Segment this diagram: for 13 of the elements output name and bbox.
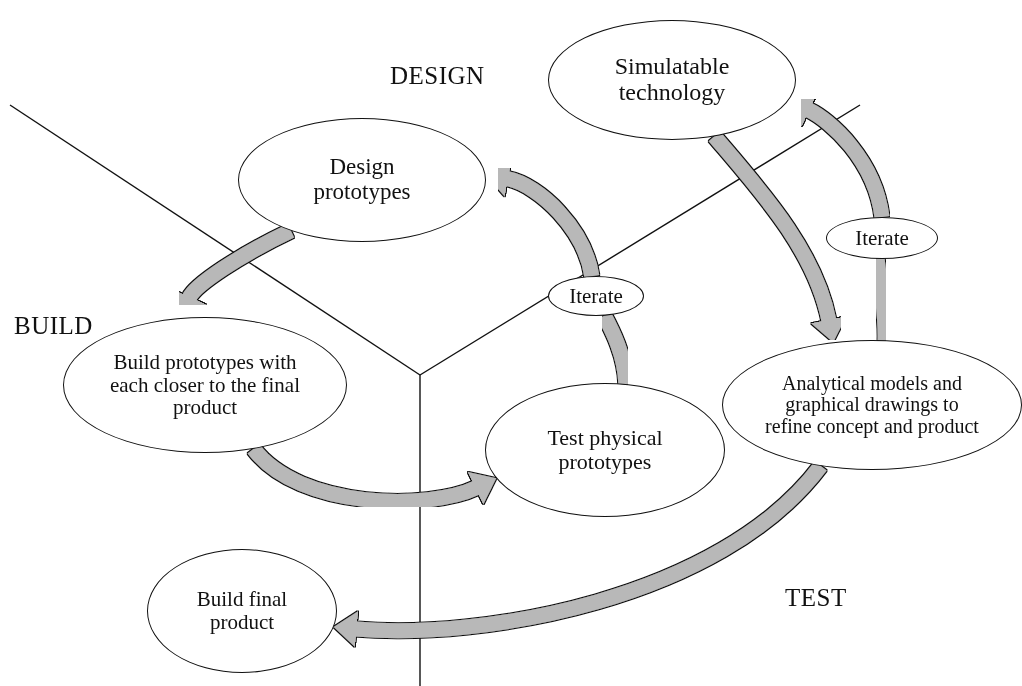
arrow [789, 94, 890, 219]
node-label: Build prototypes with each closer to the final product [108, 351, 302, 419]
node-label: Build final product [195, 588, 289, 634]
node-label: Simulatable technology [613, 54, 731, 106]
sector-label: DESIGN [390, 62, 485, 90]
node-label: Analytical models and graphical drawings to refine concept and product [764, 372, 980, 438]
sector-label: BUILD [14, 312, 93, 340]
node-label: Test physical prototypes [546, 426, 664, 474]
node-label: Iterate [855, 226, 909, 250]
arrow [485, 161, 600, 278]
sector-label: TEST [785, 584, 847, 612]
node-label: Iterate [569, 284, 623, 308]
node-label: Design prototypes [312, 155, 412, 205]
